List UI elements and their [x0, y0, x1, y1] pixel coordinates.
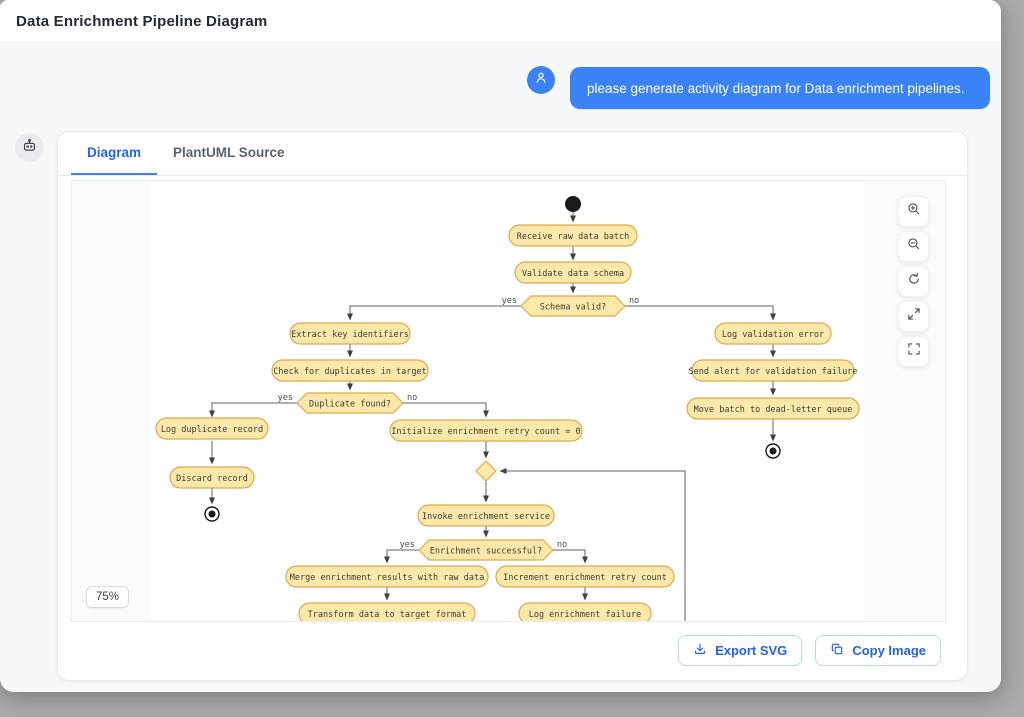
- user-avatar: [527, 66, 555, 94]
- activity-node-send-alert: Send alert for validation failure: [689, 359, 858, 382]
- zoom-out-button[interactable]: [898, 231, 929, 262]
- page-title: Data Enrichment Pipeline Diagram: [16, 13, 268, 30]
- svg-text:Validate data schema: Validate data schema: [522, 269, 624, 279]
- end-node-discard: [204, 506, 220, 522]
- reset-view-button[interactable]: [898, 266, 929, 297]
- tab-plantuml-source[interactable]: PlantUML Source: [173, 145, 285, 160]
- svg-text:Log validation error: Log validation error: [722, 330, 824, 340]
- svg-text:Initialize enrichment retry co: Initialize enrichment retry count = 0: [391, 427, 580, 437]
- zoom-level-badge: 75%: [86, 586, 130, 608]
- diagram-viewport[interactable]: yes no yes no yes no: [71, 180, 946, 622]
- svg-text:Check for duplicates in target: Check for duplicates in target: [273, 367, 427, 377]
- diagram-card: Diagram PlantUML Source: [57, 131, 968, 681]
- zoom-in-button[interactable]: [898, 196, 929, 227]
- svg-text:Extract key identifiers: Extract key identifiers: [291, 330, 409, 340]
- svg-text:Enrichment successful?: Enrichment successful?: [430, 547, 543, 557]
- activity-node-check-duplicates: Check for duplicates in target: [271, 359, 429, 382]
- svg-text:Merge enrichment results with: Merge enrichment results with raw data: [290, 573, 484, 583]
- page-header: Data Enrichment Pipeline Diagram: [0, 0, 1001, 43]
- decision-enrichment-successful: Enrichment successful?: [418, 539, 554, 561]
- viewport-controls: [898, 196, 929, 367]
- reset-view-icon: [906, 271, 922, 292]
- export-svg-button[interactable]: Export SVG: [678, 635, 803, 666]
- svg-text:no: no: [407, 393, 417, 403]
- branch-labels: yes no yes no yes no: [278, 296, 640, 550]
- activity-node-extract: Extract key identifiers: [289, 322, 411, 345]
- fullscreen-button[interactable]: [898, 336, 929, 367]
- robot-icon: [21, 137, 38, 159]
- expand-button[interactable]: [898, 301, 929, 332]
- expand-icon: [906, 306, 922, 327]
- activity-node-log-duplicate: Log duplicate record: [155, 417, 269, 440]
- activity-node-transform: Transform data to target format: [298, 602, 476, 621]
- svg-text:yes: yes: [502, 296, 517, 306]
- user-message-text: please generate activity diagram for Dat…: [587, 80, 965, 96]
- activity-node-log-failure: Log enrichment failure: [518, 602, 652, 621]
- activity-node-invoke: Invoke enrichment service: [417, 504, 555, 527]
- zoom-out-icon: [906, 236, 922, 257]
- fullscreen-icon: [906, 341, 922, 362]
- svg-text:Log duplicate record: Log duplicate record: [161, 425, 263, 435]
- svg-text:Invoke enrichment service: Invoke enrichment service: [422, 512, 550, 522]
- svg-text:no: no: [557, 540, 567, 550]
- svg-text:Send alert for validation fail: Send alert for validation failure: [689, 367, 858, 377]
- user-message-bubble: please generate activity diagram for Dat…: [570, 67, 990, 109]
- svg-text:yes: yes: [400, 540, 415, 550]
- svg-text:yes: yes: [278, 393, 293, 403]
- activity-node-merge-results: Merge enrichment results with raw data: [285, 565, 489, 588]
- svg-text:Duplicate found?: Duplicate found?: [309, 400, 391, 410]
- copy-image-button[interactable]: Copy Image: [815, 635, 941, 666]
- svg-text:Schema valid?: Schema valid?: [540, 303, 607, 313]
- decision-schema-valid: Schema valid?: [520, 295, 626, 317]
- activity-node-log-validation-error: Log validation error: [714, 322, 832, 345]
- activity-diagram-svg: yes no yes no yes no: [155, 196, 860, 621]
- svg-text:Move batch to dead-letter queu: Move batch to dead-letter queue: [694, 405, 853, 415]
- copy-icon: [830, 642, 844, 659]
- svg-text:Discard record: Discard record: [176, 474, 248, 484]
- svg-text:Log enrichment failure: Log enrichment failure: [529, 610, 642, 620]
- bot-avatar: [15, 133, 44, 162]
- decision-duplicate-found: Duplicate found?: [296, 392, 404, 414]
- zoom-in-icon: [906, 201, 922, 222]
- tab-diagram[interactable]: Diagram: [71, 132, 158, 175]
- download-icon: [693, 642, 707, 659]
- diagram-edges: [209, 212, 776, 621]
- activity-node-receive: Receive raw data batch: [508, 224, 638, 247]
- activity-node-validate: Validate data schema: [514, 261, 632, 284]
- activity-node-init-retry: Initialize enrichment retry count = 0: [389, 419, 583, 442]
- start-node: [565, 196, 581, 212]
- main-content: please generate activity diagram for Dat…: [0, 44, 1001, 692]
- svg-text:Transform data to target forma: Transform data to target format: [308, 610, 467, 620]
- merge-diamond: [475, 460, 497, 482]
- activity-node-discard: Discard record: [169, 466, 255, 489]
- activity-node-dead-letter: Move batch to dead-letter queue: [686, 397, 860, 420]
- card-footer: Export SVG Copy Image: [58, 621, 967, 680]
- app-window: Data Enrichment Pipeline Diagram please …: [0, 0, 1001, 692]
- svg-text:Increment enrichment retry cou: Increment enrichment retry count: [503, 573, 667, 583]
- svg-text:Receive raw data batch: Receive raw data batch: [517, 232, 630, 242]
- tab-bar: Diagram PlantUML Source: [58, 132, 967, 176]
- activity-node-increment-retry: Increment enrichment retry count: [495, 565, 675, 588]
- person-icon: [533, 70, 549, 91]
- diagram-canvas: yes no yes no yes no: [150, 181, 864, 621]
- end-node-dead-letter: [765, 443, 781, 459]
- svg-text:no: no: [629, 296, 639, 306]
